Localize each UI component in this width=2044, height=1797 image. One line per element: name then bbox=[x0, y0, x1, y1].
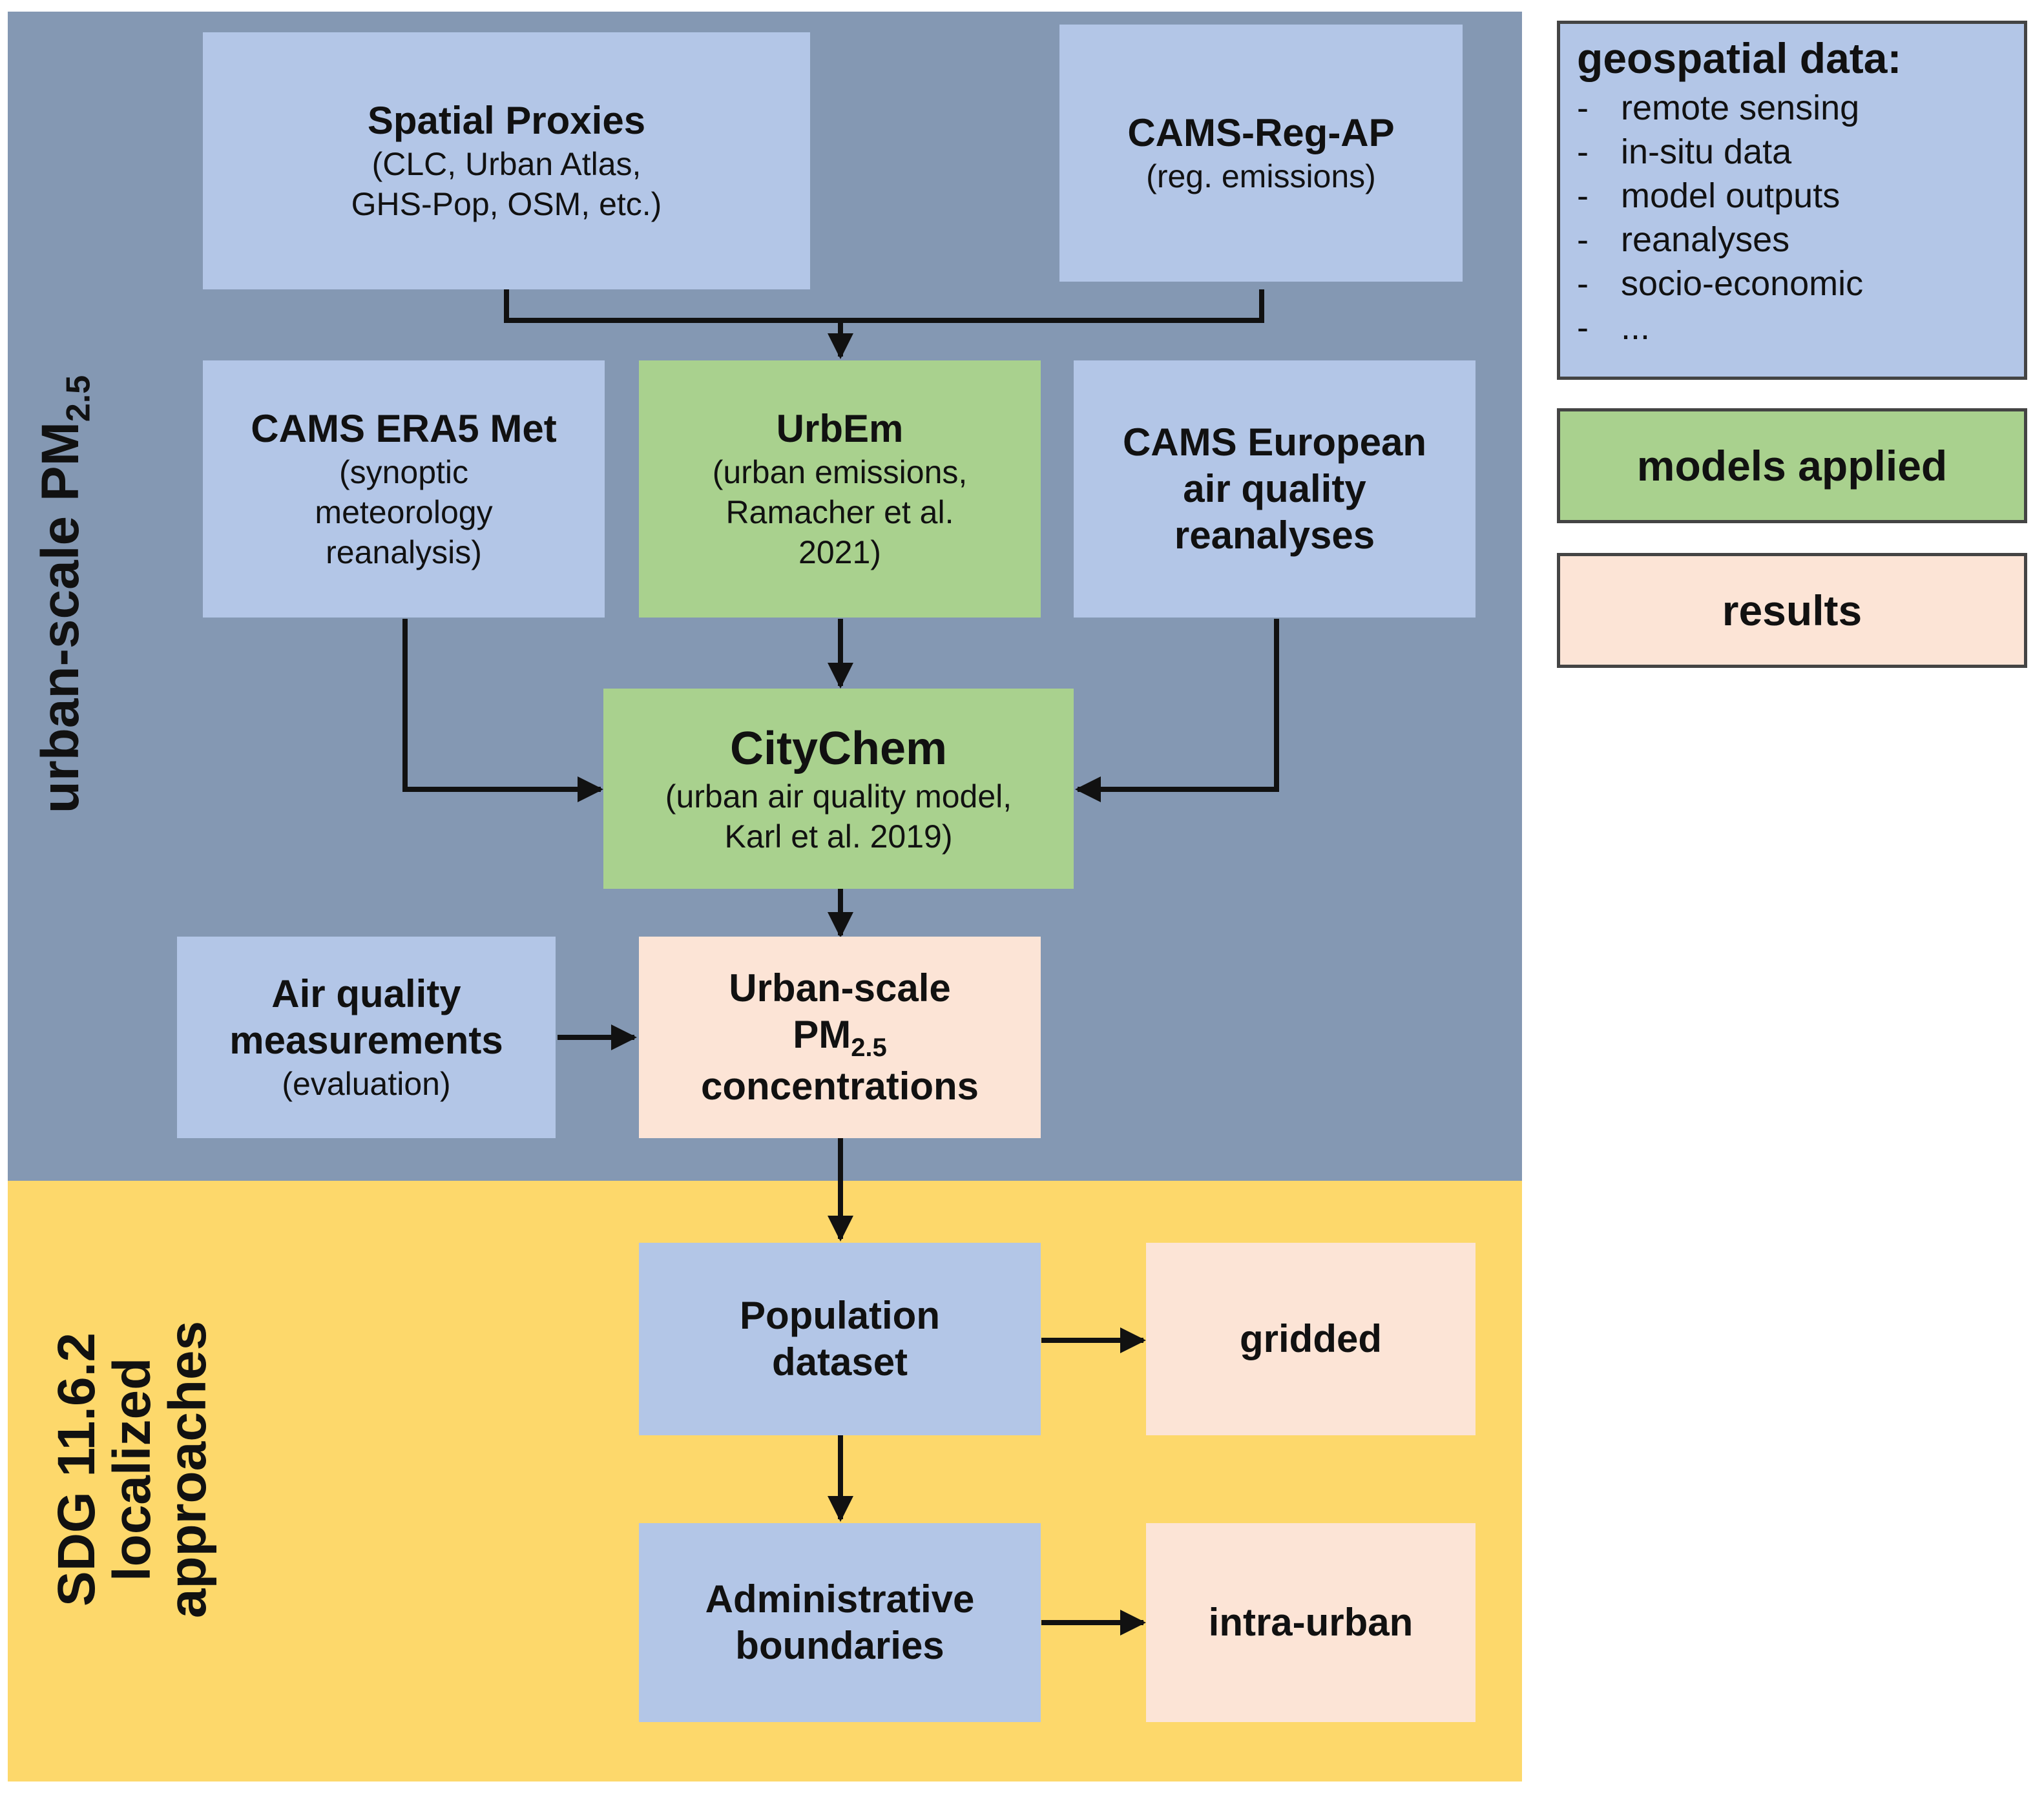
cams-reg-ap-desc: (reg. emissions) bbox=[1146, 158, 1376, 194]
population-dataset-box: Population dataset bbox=[639, 1243, 1041, 1435]
citychem-box: CityChem (urban air quality model, Karl … bbox=[603, 689, 1074, 889]
urbem-desc: 2021) bbox=[798, 534, 881, 570]
legend-geospatial-item: -in-situ data bbox=[1577, 132, 1792, 171]
citychem-desc: Karl et al. 2019) bbox=[724, 818, 953, 855]
spatial-proxies-title: Spatial Proxies bbox=[367, 99, 646, 142]
cams-era5-met-title: CAMS ERA5 Met bbox=[251, 407, 557, 450]
arrow-inputs-to-urbem bbox=[504, 289, 1264, 323]
cams-european-title: reanalyses bbox=[1174, 514, 1375, 557]
cams-reg-ap-title: CAMS-Reg-AP bbox=[1127, 111, 1395, 154]
concentrations-title: PM2.5 bbox=[793, 1013, 887, 1062]
concentrations-title: concentrations bbox=[700, 1065, 979, 1108]
air-quality-measurements-box: Air quality measurements (evaluation) bbox=[177, 937, 556, 1138]
legend-geospatial-list: -remote sensing -in-situ data -model out… bbox=[1577, 86, 2007, 349]
administrative-title: Administrative bbox=[705, 1577, 975, 1621]
legend-models-applied: models applied bbox=[1557, 408, 2027, 523]
population-title: Population bbox=[740, 1294, 940, 1337]
spatial-proxies-desc: (CLC, Urban Atlas, bbox=[371, 146, 641, 182]
air-quality-desc: (evaluation) bbox=[282, 1066, 451, 1102]
urbem-desc: (urban emissions, bbox=[712, 454, 968, 490]
legend-results: results bbox=[1557, 553, 2027, 668]
urbem-title: UrbEm bbox=[776, 407, 904, 450]
intra-urban-title: intra-urban bbox=[1208, 1601, 1413, 1644]
legend-geospatial-item: -socio-economic bbox=[1577, 264, 1864, 303]
legend-geospatial-title: geospatial data: bbox=[1577, 34, 1902, 82]
cams-era5-met-desc: (synoptic bbox=[339, 454, 469, 490]
cams-european-title: air quality bbox=[1183, 467, 1366, 510]
gridded-result-box: gridded bbox=[1146, 1243, 1476, 1435]
arrow-cams-european-to-citychem bbox=[1075, 619, 1279, 802]
arrow-era5-to-citychem bbox=[402, 619, 603, 802]
urbem-box: UrbEm (urban emissions, Ramacher et al. … bbox=[639, 360, 1041, 618]
cams-reg-ap-box: CAMS-Reg-AP (reg. emissions) bbox=[1059, 25, 1463, 282]
spatial-proxies-box: Spatial Proxies (CLC, Urban Atlas, GHS-P… bbox=[203, 32, 810, 289]
legend-geospatial-item: -reanalyses bbox=[1577, 220, 1790, 259]
spatial-proxies-desc: GHS-Pop, OSM, etc.) bbox=[351, 186, 662, 222]
administrative-boundaries-box: Administrative boundaries bbox=[639, 1523, 1041, 1722]
urban-scale-pm25-concentrations-box: Urban-scale PM2.5 concentrations bbox=[639, 937, 1041, 1138]
cams-european-aq-reanalyses-box: CAMS European air quality reanalyses bbox=[1074, 360, 1476, 618]
urbem-desc: Ramacher et al. bbox=[725, 494, 954, 530]
air-quality-title: measurements bbox=[229, 1019, 503, 1062]
gridded-title: gridded bbox=[1240, 1317, 1382, 1360]
legend-geospatial-item: -model outputs bbox=[1577, 176, 1841, 215]
cams-era5-met-desc: meteorology bbox=[315, 494, 493, 530]
population-title: dataset bbox=[771, 1340, 908, 1384]
cams-era5-met-box: CAMS ERA5 Met (synoptic meteorology rean… bbox=[203, 360, 605, 618]
cams-european-title: CAMS European bbox=[1122, 421, 1427, 464]
concentrations-title: Urban-scale bbox=[729, 966, 951, 1010]
cams-era5-met-desc: reanalysis) bbox=[326, 534, 482, 570]
legend-geospatial-data: geospatial data: -remote sensing -in-sit… bbox=[1557, 21, 2027, 380]
administrative-title: boundaries bbox=[735, 1624, 944, 1667]
air-quality-title: Air quality bbox=[271, 972, 461, 1015]
citychem-desc: (urban air quality model, bbox=[665, 778, 1012, 815]
legend-geospatial-item: -remote sensing bbox=[1577, 88, 1860, 127]
citychem-title: CityChem bbox=[729, 722, 948, 774]
intra-urban-result-box: intra-urban bbox=[1146, 1523, 1476, 1722]
legend-geospatial-item: -... bbox=[1577, 307, 1651, 347]
